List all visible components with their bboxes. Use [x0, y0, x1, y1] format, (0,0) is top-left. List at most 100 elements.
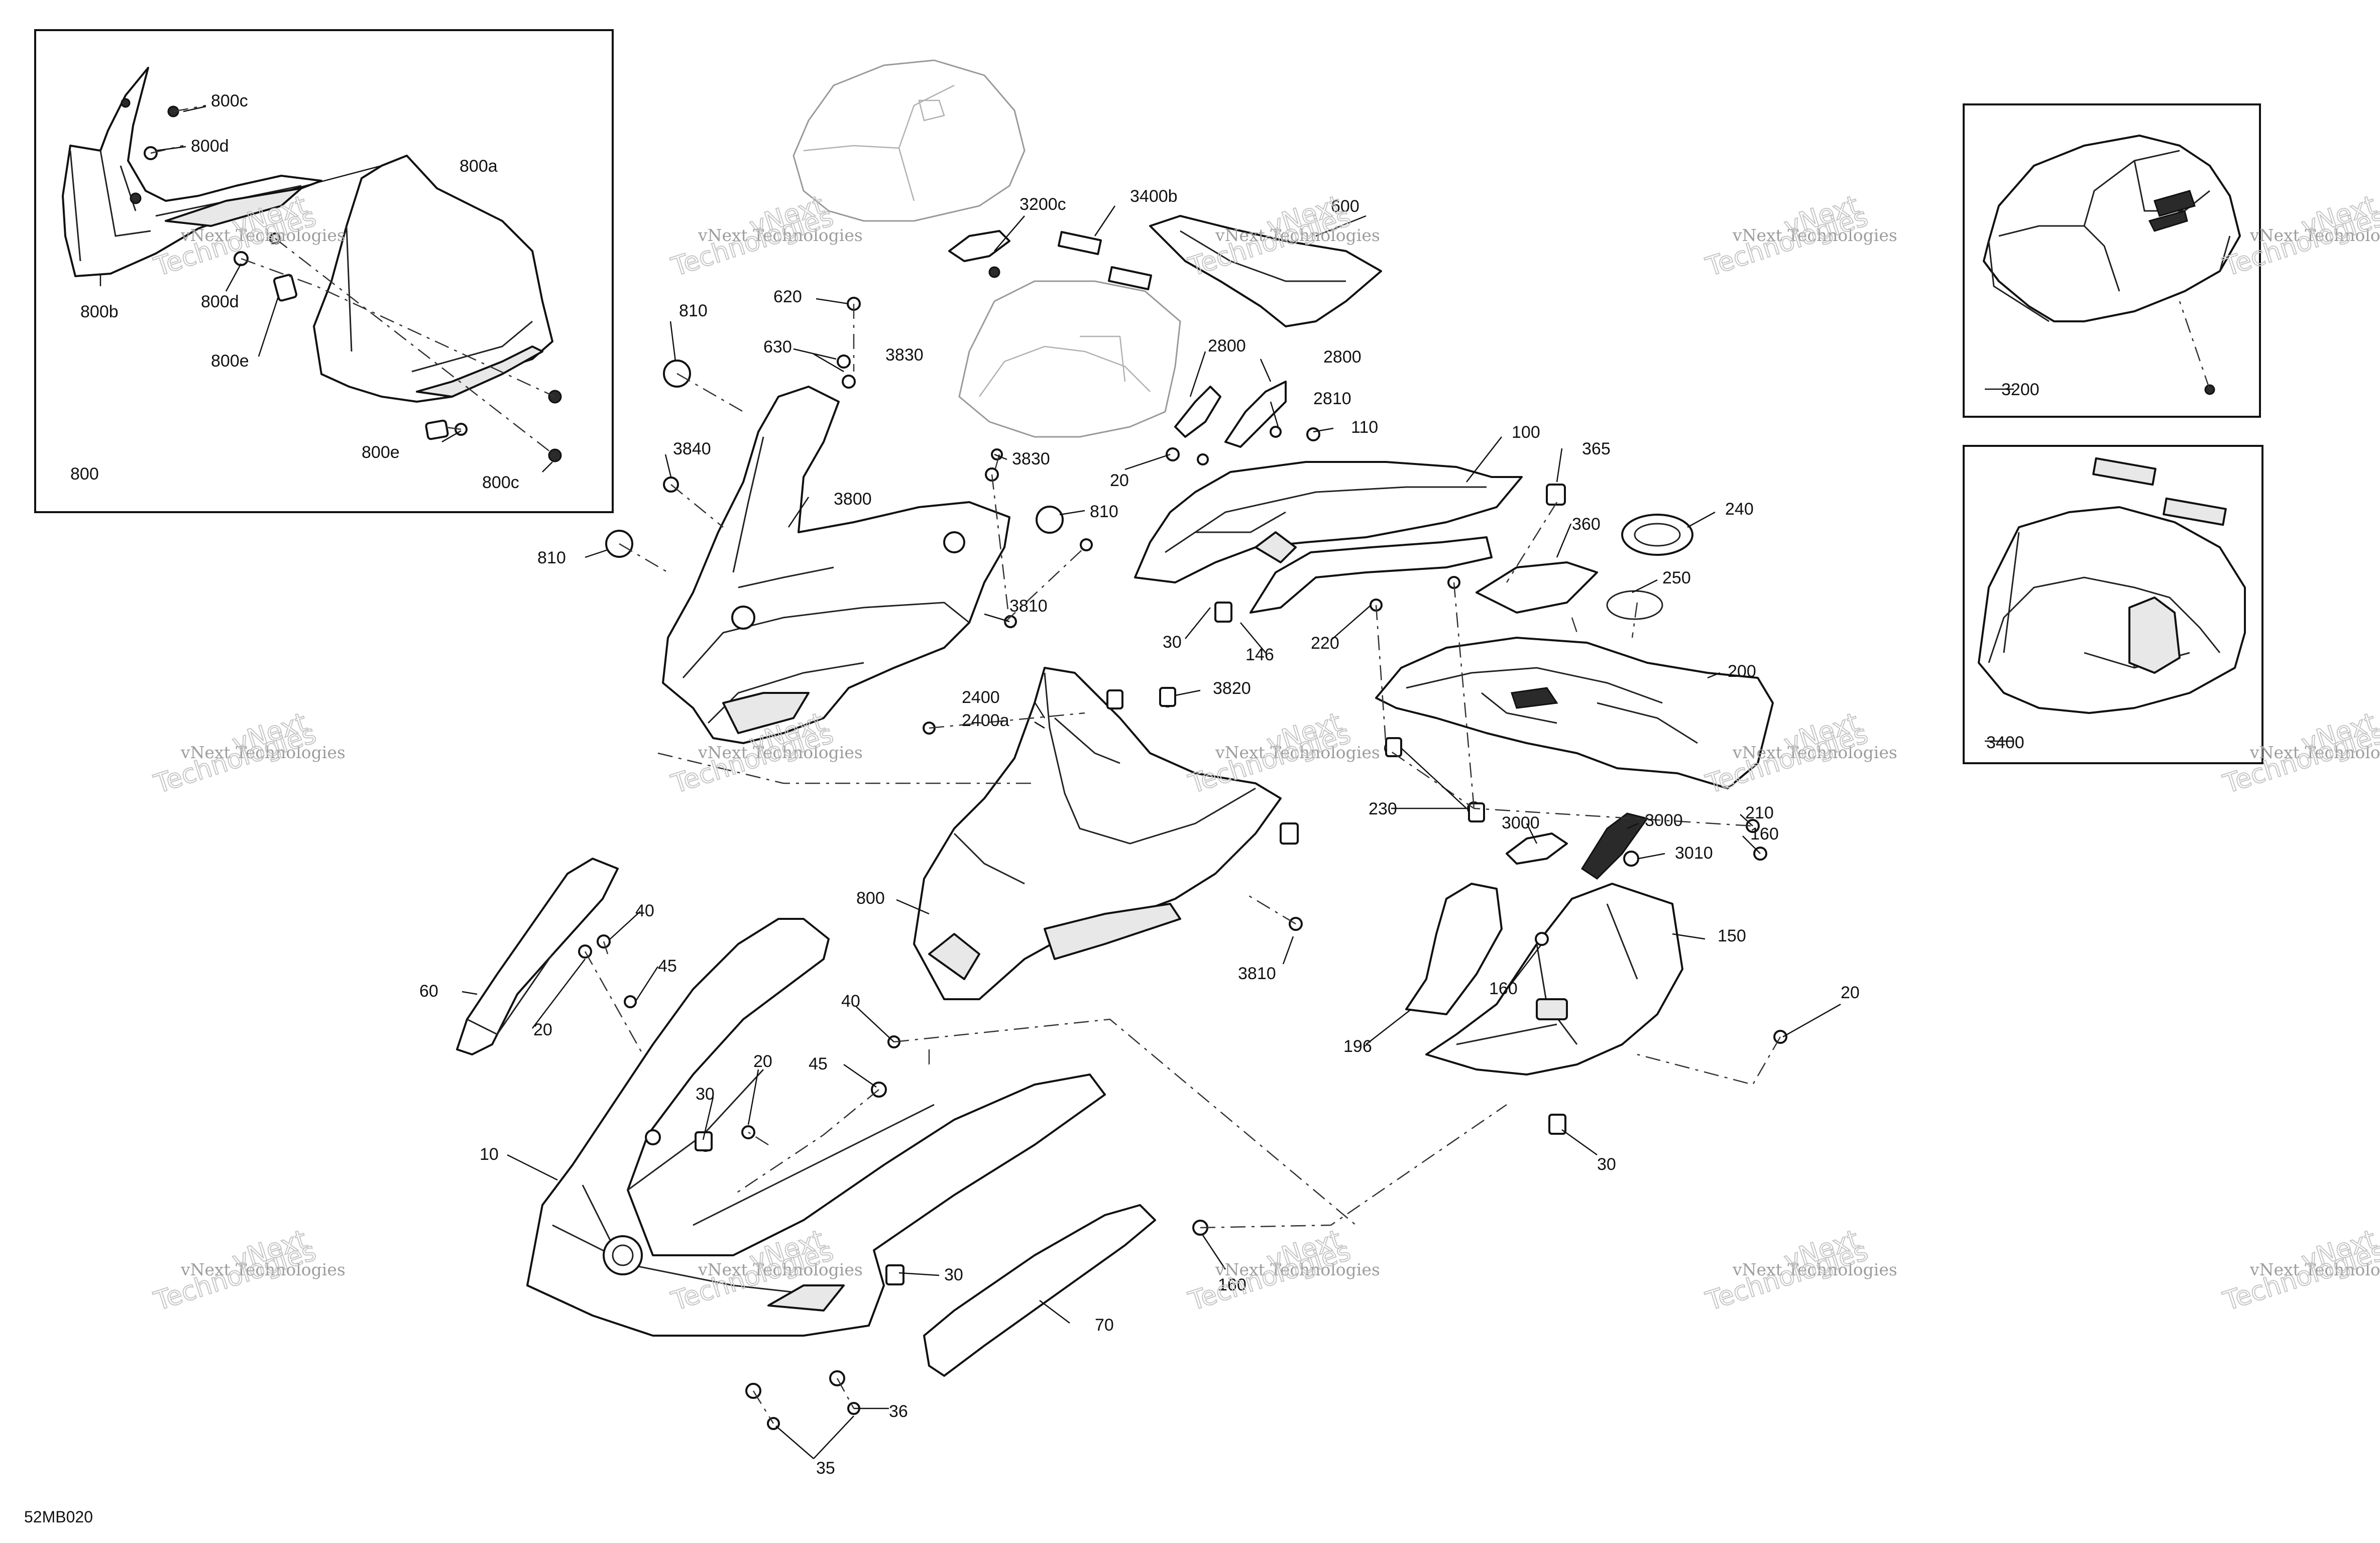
callout-630: 630: [763, 337, 792, 357]
watermark-text: vNext Technologies: [1215, 1260, 1380, 1279]
callout-20-a: 20: [1110, 471, 1129, 490]
callout-3830-a: 3830: [885, 345, 924, 365]
watermark-text: vNext Technologies: [180, 743, 346, 762]
callout-35: 35: [816, 1459, 835, 1478]
callout-70: 70: [1095, 1316, 1114, 1335]
callout-360: 360: [1572, 515, 1601, 534]
callout-45-b: 45: [809, 1054, 828, 1074]
lower-headlight-800-part: [913, 667, 1282, 1000]
windshield-800a-part: [313, 155, 553, 403]
callout-620: 620: [773, 287, 802, 306]
callout-labels: 800c 800d 800a 800b 800d 800e 800e 800c …: [70, 91, 2039, 1478]
watermark-text: vNext Technologies: [1215, 743, 1380, 762]
callout-3820: 3820: [1213, 679, 1251, 698]
bracket-3200c-part: [948, 230, 1010, 278]
callout-3840: 3840: [673, 439, 711, 458]
front-fairing-10-part: [526, 918, 1106, 1337]
callout-3200-inset: 3200: [2001, 380, 2039, 399]
callout-3830-b: 3830: [1012, 449, 1050, 468]
callout-30-b: 30: [1597, 1155, 1616, 1174]
ring-240-part: [1621, 514, 1693, 556]
callout-810-a: 810: [679, 301, 708, 320]
watermark-text: vNext Technologies: [180, 225, 346, 245]
trim-146-part: [1250, 536, 1493, 614]
callout-3810-b: 3810: [1238, 964, 1276, 983]
inset-box-800: [34, 29, 614, 513]
headlight-assembly-800b-part: [62, 67, 322, 277]
callout-230: 230: [1369, 799, 1397, 818]
callout-210: 210: [1745, 803, 1774, 822]
callout-3800: 3800: [834, 490, 872, 509]
callout-800d-a: 800d: [191, 137, 229, 156]
callout-800-main: 800: [856, 889, 885, 908]
watermark-text: vNext Technologies: [1732, 743, 1897, 762]
callout-196: 196: [1343, 1037, 1372, 1056]
pad-3400b-a: [1057, 230, 1102, 256]
inset-box-3400: [1963, 445, 2263, 764]
callout-leaders: [99, 105, 2014, 1459]
watermark-text: vNext Technologies: [1732, 225, 1897, 245]
watermark-text: vNext Technologies: [1732, 1260, 1897, 1279]
watermark-text: vNext Technologies: [2249, 743, 2380, 762]
callout-10: 10: [480, 1145, 499, 1164]
callout-800-inset: 800: [70, 464, 99, 484]
callout-2400: 2400: [962, 688, 1000, 707]
lower-side-panel-150-part: [1425, 883, 1683, 1076]
inset-fasteners: [144, 105, 562, 462]
callout-40-b: 40: [841, 992, 860, 1011]
diagram-code: 52MB020: [24, 1508, 93, 1526]
upper-nose-3800-part: [662, 386, 1010, 744]
callout-810-b: 810: [1090, 502, 1118, 521]
callout-240: 240: [1725, 500, 1754, 519]
side-trim-60-part: [456, 858, 619, 1055]
gasket-250-part: [1606, 590, 1663, 620]
callout-20-d: 20: [753, 1052, 772, 1071]
lower-trim-70-part: [923, 1204, 1156, 1377]
callout-2800-a: 2800: [1208, 336, 1246, 355]
callout-3010: 3010: [1675, 844, 1713, 863]
main-dashed-leaders: [584, 304, 1781, 1424]
watermark-text: vNext Technologies: [2249, 225, 2380, 245]
storage-tray-3400-part: [1978, 457, 2246, 714]
watermark-text: vNext Technologies: [2249, 1260, 2380, 1279]
callout-3400b: 3400b: [1130, 187, 1178, 206]
watermark-text: vNext Technologies: [180, 1260, 346, 1279]
callout-3000-b: 3000: [1645, 811, 1683, 830]
callout-110: 110: [1351, 418, 1378, 437]
callout-3400-inset: 3400: [1986, 733, 2024, 752]
trim-196-part: [1405, 883, 1503, 1015]
callout-800d-b: 800d: [201, 292, 239, 311]
callout-40-a: 40: [635, 901, 654, 920]
trim-2800-part: [1174, 381, 1287, 448]
callout-160-b: 160: [1489, 979, 1518, 998]
callout-800b: 800b: [80, 302, 119, 321]
watermark-text: vNext Technologies: [698, 1260, 863, 1279]
callout-45-a: 45: [658, 957, 677, 976]
side-panel-100-part: [1134, 461, 1523, 583]
callout-800e-a: 800e: [211, 351, 249, 371]
vent-trim-600-part: [1149, 215, 1382, 327]
callout-30-d: 30: [944, 1265, 963, 1284]
cover-360-part: [1476, 484, 1598, 614]
callout-146: 146: [1245, 645, 1274, 664]
callout-220: 220: [1311, 634, 1339, 653]
badge-3000-part: [1506, 812, 1649, 880]
watermark-text: vNext Technologies: [698, 743, 863, 762]
callout-810-c: 810: [537, 548, 566, 567]
callout-2400a: 2400a: [962, 711, 1009, 730]
callout-600: 600: [1331, 197, 1359, 216]
callout-60: 60: [419, 982, 438, 1001]
callout-3200c: 3200c: [1019, 195, 1066, 214]
callout-3000-a: 3000: [1502, 813, 1540, 833]
callout-36: 36: [889, 1402, 908, 1421]
watermark-text: vNext Technologies: [698, 225, 863, 245]
callout-160-a: 160: [1750, 824, 1779, 844]
top-cover-3200-part: [1983, 135, 2241, 395]
callout-20-b: 20: [1841, 983, 1860, 1002]
pad-3400b-b: [1107, 266, 1153, 291]
central-frame-200-part: [1375, 637, 1774, 789]
ghost-storage-tray-reference: [958, 280, 1181, 438]
callout-30-c: 30: [696, 1085, 715, 1104]
callout-800a: 800a: [460, 157, 498, 176]
